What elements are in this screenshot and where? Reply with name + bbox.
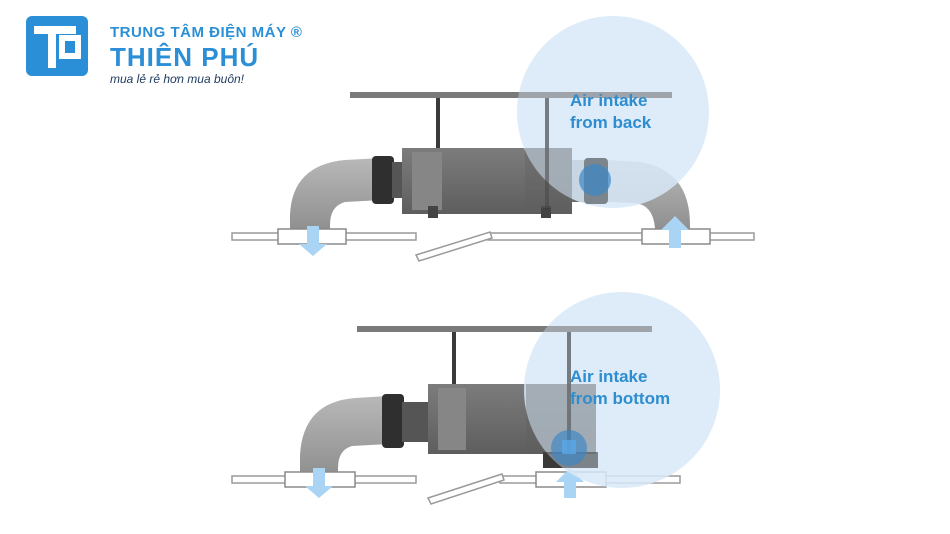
duct-flange	[372, 156, 394, 204]
brand-name: THIÊN PHÚ	[110, 42, 260, 72]
diagram-bottom-intake	[231, 292, 720, 505]
supply-duct	[300, 396, 388, 478]
callout-label-back: Air intake from back	[570, 90, 651, 134]
ceiling-bar	[357, 326, 652, 332]
callout-line2: from back	[570, 113, 652, 132]
ceiling-access-panel	[426, 473, 505, 505]
callout-line1: Air intake	[570, 91, 648, 110]
callout-line1: Air intake	[570, 367, 648, 386]
unit-endcap	[438, 388, 466, 450]
ceiling-bar	[526, 326, 652, 332]
brand-slogan: mua lẻ rẻ hơn mua buôn!	[110, 72, 244, 86]
diagram-back-intake	[231, 16, 755, 262]
down-arrow-icon	[305, 468, 333, 498]
unit-foot	[428, 206, 438, 218]
ceiling-access-panel	[414, 231, 493, 262]
hanger-rod	[567, 332, 571, 452]
intake-opening	[562, 440, 576, 454]
callout-label-bottom: Air intake from bottom	[570, 366, 670, 410]
ceiling-bar	[350, 92, 672, 98]
unit-endcap	[412, 152, 442, 210]
duct-flange	[392, 162, 404, 198]
callout-circle	[517, 16, 709, 208]
brand-header: TRUNG TÂM ĐIỆN MÁY ® THIÊN PHÚ mua lẻ rẻ…	[18, 10, 318, 86]
unit-foot	[541, 206, 551, 218]
ceiling-bar	[517, 92, 672, 98]
hanger-rod	[545, 98, 549, 210]
ceiling-panel	[487, 232, 755, 241]
brand-top-line: TRUNG TÂM ĐIỆN MÁY ®	[110, 24, 303, 41]
down-arrow-icon	[299, 226, 327, 256]
up-arrow-icon	[661, 216, 689, 248]
duct-flange	[402, 402, 428, 442]
brand-logo-icon	[26, 16, 88, 76]
duct-flange	[382, 394, 404, 448]
unit-body	[525, 148, 572, 208]
intake-highlight	[579, 164, 611, 196]
callout-line2: from bottom	[570, 389, 671, 408]
supply-duct	[290, 158, 382, 232]
